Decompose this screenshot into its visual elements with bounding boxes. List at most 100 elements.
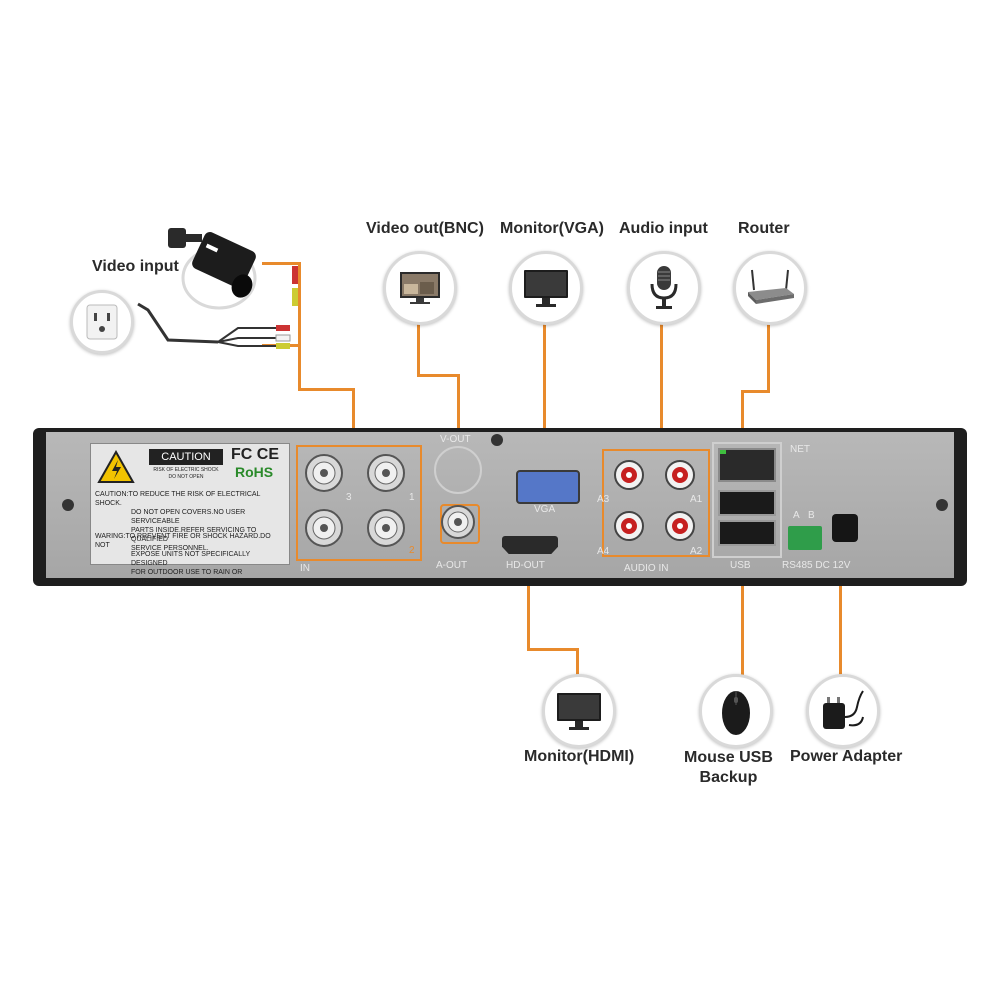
dc-power-jack[interactable] <box>832 514 858 542</box>
rs485-dc-label: RS485 DC 12V <box>782 560 851 571</box>
a3-label: A3 <box>597 494 610 505</box>
monitor-vga-circle <box>509 251 583 325</box>
screw-left <box>62 499 74 511</box>
monitor-icon <box>557 693 601 730</box>
monitor-hdmi-label: Monitor(HDMI) <box>524 748 635 765</box>
connector-router-v2 <box>741 390 744 450</box>
warning-triangle-icon <box>97 450 135 483</box>
screw-top <box>491 434 503 446</box>
caution-sticker: CAUTION RISK OF ELECTRIC SHOCK DO NOT OP… <box>90 443 290 585</box>
power-outlet-circle <box>70 290 134 354</box>
video-out-highlight <box>440 504 480 544</box>
warning2-line3: FOR OUTDOOR USE TO RAIN OR MOISTURE. <box>131 569 243 585</box>
monitor-icon <box>524 270 568 307</box>
usb-port-1[interactable] <box>718 490 776 516</box>
connector-hdmi-v1 <box>527 548 530 650</box>
power-adapter-label: Power Adapter <box>790 748 903 765</box>
audio-input-circle <box>627 251 701 325</box>
connector-video-out-h <box>417 374 459 377</box>
hd-out-label: HD-OUT <box>506 560 545 571</box>
a4-label: A4 <box>597 546 610 557</box>
camera-icon <box>168 228 257 310</box>
audio-in-highlight <box>602 449 710 557</box>
connector-video-out-v1 <box>417 320 420 376</box>
connector-hdmi-h <box>527 648 579 651</box>
caution-risk-line2: DO NOT OPEN <box>168 474 204 480</box>
mouse-usb-label-line2: Backup <box>699 769 758 786</box>
net-led <box>720 450 726 454</box>
connector-hdmi-v2 <box>576 648 579 676</box>
ch2-label: 2 <box>409 545 415 556</box>
bnc-port-ch4[interactable] <box>304 508 344 548</box>
mouse-circle <box>699 674 773 748</box>
monitor-vga-label: Monitor(VGA) <box>500 220 604 237</box>
connector-camera-h <box>262 262 300 265</box>
microphone-icon <box>650 266 678 309</box>
video-in-highlight <box>296 445 422 561</box>
bnc-port-ch1[interactable] <box>366 453 406 493</box>
usb-label: USB <box>730 560 751 571</box>
a-out-label: A-OUT <box>436 560 468 571</box>
net-label: NET <box>790 444 810 455</box>
connector-video-input-v2 <box>352 388 355 446</box>
v-out-label: V-OUT <box>440 434 471 445</box>
rs485-terminal[interactable] <box>788 526 822 550</box>
video-input-label: Video input <box>92 258 179 275</box>
rca-port-a3[interactable] <box>613 459 645 491</box>
warning1-line4: SERVICE PERSONNEL. <box>131 545 209 552</box>
audio-input-label: Audio input <box>619 220 708 237</box>
a2-label: A2 <box>690 546 703 557</box>
ch1-label: 1 <box>409 492 415 503</box>
rca-port-a4[interactable] <box>613 510 645 542</box>
caution-title: CAUTION <box>149 449 223 465</box>
warning1-line1: CAUTION:TO REDUCE THE RISK OF ELECTRICAL… <box>95 491 261 507</box>
warning-block-1: CAUTION:TO REDUCE THE RISK OF ELECTRICAL… <box>95 490 283 553</box>
tv-icon <box>400 272 440 304</box>
connector-video-input-v1 <box>298 262 301 390</box>
cable-bundle <box>137 266 298 349</box>
a-out-bnc-port[interactable] <box>438 502 478 542</box>
bnc-port-ch3[interactable] <box>304 453 344 493</box>
monitor-hdmi-circle <box>542 674 616 748</box>
router-icon <box>748 269 794 304</box>
mouse-usb-label: Mouse USB Backup <box>684 748 773 788</box>
connector-audio <box>660 320 663 452</box>
warning1-line3: PARTS INSIDE.REFER SERVICING TO QUALIFIE… <box>131 527 257 543</box>
net-port[interactable] <box>718 448 776 482</box>
router-label: Router <box>738 220 790 237</box>
vga-port[interactable] <box>516 470 580 504</box>
connector-video-input-h <box>298 388 354 391</box>
rca-port-a1[interactable] <box>664 459 696 491</box>
net-usb-highlight <box>712 442 782 558</box>
a1-label: A1 <box>690 494 703 505</box>
mouse-icon <box>722 691 750 735</box>
hdmi-port[interactable] <box>502 536 558 554</box>
warning1-line2: DO NOT OPEN COVERS.NO USER SERVICEABLE <box>131 509 246 525</box>
connector-router-v1 <box>767 320 770 392</box>
usb-port-2[interactable] <box>718 520 776 546</box>
mouse-usb-label-line1: Mouse USB <box>684 749 773 766</box>
warning2-line2: EXPOSE UNITS NOT SPECIFICALLY DESIGNED <box>131 551 251 567</box>
connector-power <box>839 540 842 676</box>
screw-right <box>936 499 948 511</box>
rs485-b-label: B <box>808 510 815 521</box>
power-adapter-icon <box>823 690 864 729</box>
video-out-bnc-label: Video out(BNC) <box>366 220 484 237</box>
caution-risk-line1: RISK OF ELECTRIC SHOCK <box>153 467 219 473</box>
v-out-port-faded <box>434 446 482 494</box>
connector-usb <box>741 540 744 676</box>
power-adapter-circle <box>806 674 880 748</box>
rca-port-a2[interactable] <box>664 510 696 542</box>
warning2-line1: WARING:TO RREVENT FIRE OR SHOCK HAZARD.D… <box>95 533 271 549</box>
audio-in-label: AUDIO IN <box>624 563 669 574</box>
power-outlet-icon <box>86 304 118 340</box>
in-label: IN <box>300 563 310 574</box>
connector-router-h <box>741 390 770 393</box>
ch3-label: 3 <box>346 492 352 503</box>
vga-label: VGA <box>534 504 556 515</box>
connector-vga <box>543 320 546 470</box>
fcc-ce-mark: FC CE <box>231 446 279 463</box>
bnc-port-ch2[interactable] <box>366 508 406 548</box>
warning-block-2: WARING:TO RREVENT FIRE OR SHOCK HAZARD.D… <box>95 532 283 586</box>
rohs-mark: RoHS <box>235 464 274 480</box>
